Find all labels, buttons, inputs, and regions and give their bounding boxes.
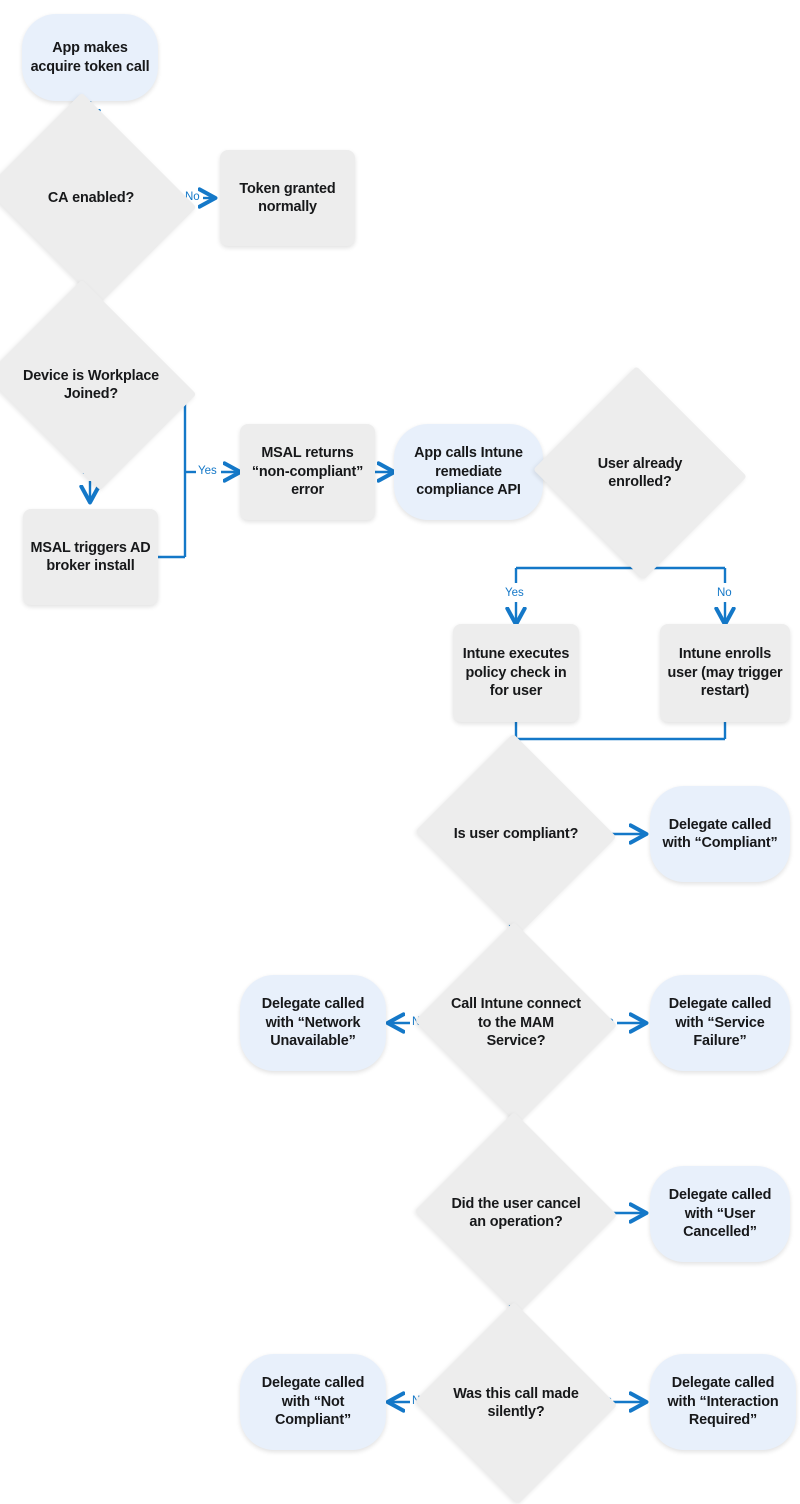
node-label: Delegate called with “Compliant” xyxy=(662,816,778,851)
node-device-workplace-joined-decision[interactable]: Device is Workplace Joined? xyxy=(0,279,197,491)
node-label: Delegate called with “Not Compliant” xyxy=(261,1375,365,1429)
node-msal-returns-non-compliant-error[interactable]: MSAL returns “non-compliant” error xyxy=(240,424,375,520)
node-label: MSAL triggers AD broker install xyxy=(30,539,151,574)
node-delegate-called-with-user-cancelled[interactable]: Delegate called with “User Cancelled” xyxy=(650,1166,790,1262)
node-label: Intune enrolls user (may trigger restart… xyxy=(667,646,783,700)
node-label: Delegate called with “Interaction Requir… xyxy=(667,1375,779,1429)
node-intune-executes-policy-check-in-for-user[interactable]: Intune executes policy check in for user xyxy=(453,624,579,722)
edge-label-ca-no: No xyxy=(185,191,200,203)
node-label: Delegate called with “Service Failure” xyxy=(668,996,772,1050)
node-label: CA enabled? xyxy=(42,189,140,207)
node-delegate-called-with-service-failure[interactable]: Delegate called with “Service Failure” xyxy=(650,975,790,1071)
node-label: User already enrolled? xyxy=(597,455,683,490)
node-user-already-enrolled-decision[interactable]: User already enrolled? xyxy=(533,366,747,580)
node-label: Was this call made silently? xyxy=(453,1385,579,1420)
edge-label-enrolled-no: No xyxy=(717,587,732,599)
node-delegate-called-with-not-compliant[interactable]: Delegate called with “Not Compliant” xyxy=(240,1354,386,1450)
node-label-bold: CA xyxy=(47,189,69,206)
node-call-intune-connect-mam-service-decision[interactable]: Call Intune connect to the MAM Service? xyxy=(414,921,618,1125)
node-delegate-called-with-interaction-required[interactable]: Delegate called with “Interaction Requir… xyxy=(650,1354,796,1450)
node-msal-triggers-ad-broker-install[interactable]: MSAL triggers AD broker install xyxy=(23,509,158,605)
node-app-makes-acquire-token-call[interactable]: App makes acquire token call xyxy=(22,14,158,101)
node-label: Token granted normally xyxy=(239,180,336,215)
node-was-this-call-made-silently-decision[interactable]: Was this call made silently? xyxy=(414,1301,618,1504)
node-label: Is user compliant? xyxy=(453,825,579,842)
node-label-rest: enabled? xyxy=(68,189,135,206)
node-app-calls-intune-remediate-compliance-api[interactable]: App calls Intune remediate compliance AP… xyxy=(394,424,543,520)
node-did-user-cancel-operation-decision[interactable]: Did the user cancel an operation? xyxy=(414,1111,618,1315)
edge-label-wpj-yes: Yes xyxy=(198,465,217,477)
node-delegate-called-with-network-unavailable[interactable]: Delegate called with “Network Unavailabl… xyxy=(240,975,386,1071)
node-label: Call Intune connect to the MAM Service? xyxy=(451,996,581,1050)
node-is-user-compliant-decision[interactable]: Is user compliant? xyxy=(415,733,617,935)
node-label: Delegate called with “Network Unavailabl… xyxy=(261,996,365,1050)
edge-label-enrolled-yes: Yes xyxy=(505,587,524,599)
node-intune-enrolls-user-may-trigger-restart[interactable]: Intune enrolls user (may trigger restart… xyxy=(660,624,790,722)
node-label: Did the user cancel an operation? xyxy=(451,1195,581,1230)
node-label: App calls Intune remediate compliance AP… xyxy=(414,445,523,499)
node-label: Intune executes policy check in for user xyxy=(462,646,570,700)
node-label: MSAL returns “non-compliant” error xyxy=(251,445,364,499)
node-label: App makes acquire token call xyxy=(30,40,150,75)
node-token-granted-normally[interactable]: Token granted normally xyxy=(220,150,355,246)
node-label: Device is Workplace Joined? xyxy=(22,367,160,402)
node-delegate-called-with-compliant[interactable]: Delegate called with “Compliant” xyxy=(650,786,790,882)
node-label: Delegate called with “User Cancelled” xyxy=(668,1187,772,1241)
node-ca-enabled-decision[interactable]: CA enabled? xyxy=(0,92,197,304)
